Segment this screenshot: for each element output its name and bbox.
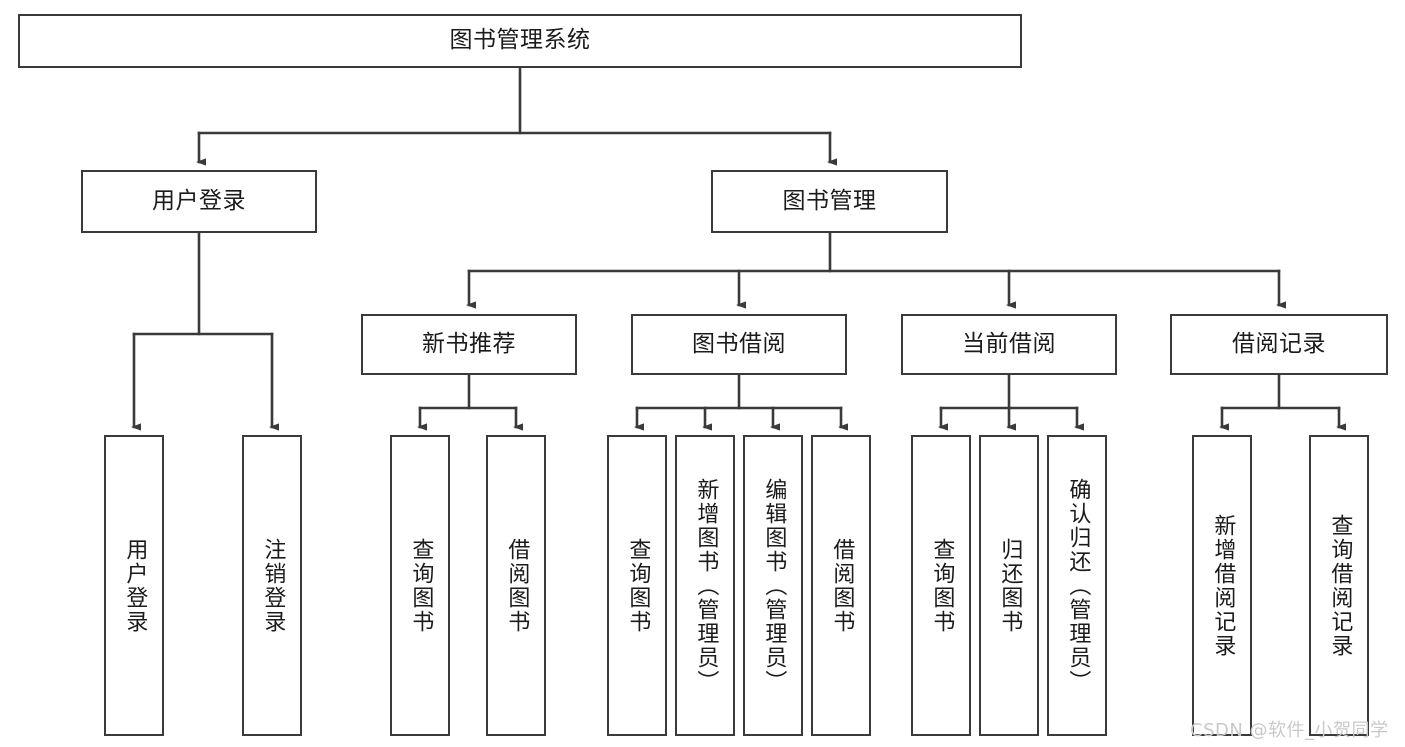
node-leaf-confirm-return-label: 确认归还（管理员）: [1065, 477, 1091, 694]
node-leaf-return-book[interactable]: 归还图书: [979, 435, 1039, 736]
node-new-book-recommend-label: 新书推荐: [422, 330, 516, 357]
node-leaf-query-record[interactable]: 查询借阅记录: [1309, 435, 1369, 736]
node-root[interactable]: 图书管理系统: [18, 14, 1022, 68]
node-leaf-borrow-book-1-label: 借阅图书: [504, 537, 530, 634]
node-leaf-query-book-2-label: 查询图书: [625, 537, 651, 634]
node-book-management[interactable]: 图书管理: [711, 170, 948, 233]
node-leaf-user-login[interactable]: 用户登录: [104, 435, 164, 736]
node-user-login[interactable]: 用户登录: [81, 170, 317, 233]
node-leaf-edit-book-label: 编辑图书（管理员）: [761, 477, 787, 694]
node-leaf-edit-book[interactable]: 编辑图书（管理员）: [743, 435, 803, 736]
node-leaf-query-book-1[interactable]: 查询图书: [390, 435, 450, 736]
node-book-borrow[interactable]: 图书借阅: [631, 314, 847, 375]
node-leaf-borrow-book-2-label: 借阅图书: [829, 537, 855, 634]
node-current-borrow[interactable]: 当前借阅: [901, 314, 1117, 375]
node-root-label: 图书管理系统: [449, 27, 591, 54]
node-leaf-confirm-return[interactable]: 确认归还（管理员）: [1047, 435, 1107, 736]
node-leaf-return-book-label: 归还图书: [997, 537, 1023, 634]
node-leaf-add-book[interactable]: 新增图书（管理员）: [675, 435, 735, 736]
node-leaf-add-record-label: 新增借阅记录: [1210, 513, 1236, 658]
node-book-borrow-label: 图书借阅: [692, 330, 786, 357]
node-new-book-recommend[interactable]: 新书推荐: [361, 314, 577, 375]
node-leaf-borrow-book-2[interactable]: 借阅图书: [811, 435, 871, 736]
node-leaf-query-book-3-label: 查询图书: [929, 537, 955, 634]
node-leaf-user-logout[interactable]: 注销登录: [242, 435, 302, 736]
node-leaf-add-book-label: 新增图书（管理员）: [693, 477, 719, 694]
node-borrow-record[interactable]: 借阅记录: [1170, 314, 1388, 375]
node-leaf-add-record[interactable]: 新增借阅记录: [1192, 435, 1252, 736]
node-current-borrow-label: 当前借阅: [962, 330, 1056, 357]
node-leaf-borrow-book-1[interactable]: 借阅图书: [486, 435, 546, 736]
node-leaf-query-book-2[interactable]: 查询图书: [607, 435, 667, 736]
node-user-login-label: 用户登录: [152, 187, 246, 214]
node-leaf-user-login-label: 用户登录: [122, 537, 148, 634]
node-leaf-query-record-label: 查询借阅记录: [1327, 513, 1353, 658]
node-book-management-label: 图书管理: [782, 187, 877, 214]
node-leaf-user-logout-label: 注销登录: [260, 537, 286, 634]
node-leaf-query-book-1-label: 查询图书: [408, 537, 434, 634]
node-borrow-record-label: 借阅记录: [1232, 330, 1326, 357]
node-leaf-query-book-3[interactable]: 查询图书: [911, 435, 971, 736]
